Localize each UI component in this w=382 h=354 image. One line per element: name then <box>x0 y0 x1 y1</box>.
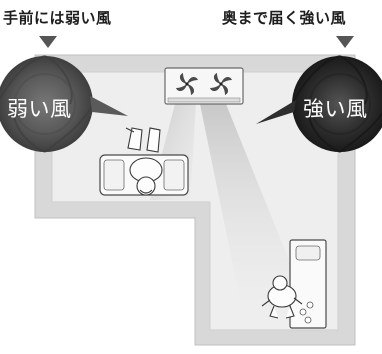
strong-wind-header: 奥まで届く強い風 <box>222 9 347 27</box>
fan-blade-icon <box>176 73 198 95</box>
weak-wind-header: 手前には弱い風 <box>3 9 112 27</box>
air-conditioner-icon <box>164 67 244 105</box>
strong-wind-bubble <box>256 55 382 153</box>
person-icon <box>261 275 303 319</box>
pointer-arrow-icon <box>39 36 57 48</box>
strong-airflow <box>200 104 305 300</box>
bed-person-icon <box>261 239 327 329</box>
weak-wind-bubble <box>0 55 128 153</box>
strong-wind-label: 強い風 <box>303 97 368 121</box>
bed-icon <box>289 239 327 329</box>
person-icon <box>125 127 163 196</box>
pillow-icon <box>295 245 321 261</box>
sofa-person-icon <box>99 127 189 196</box>
fan-blade-icon <box>210 73 232 95</box>
pointer-arrow-icon <box>336 36 354 48</box>
weak-wind-label: 弱い風 <box>7 97 72 121</box>
